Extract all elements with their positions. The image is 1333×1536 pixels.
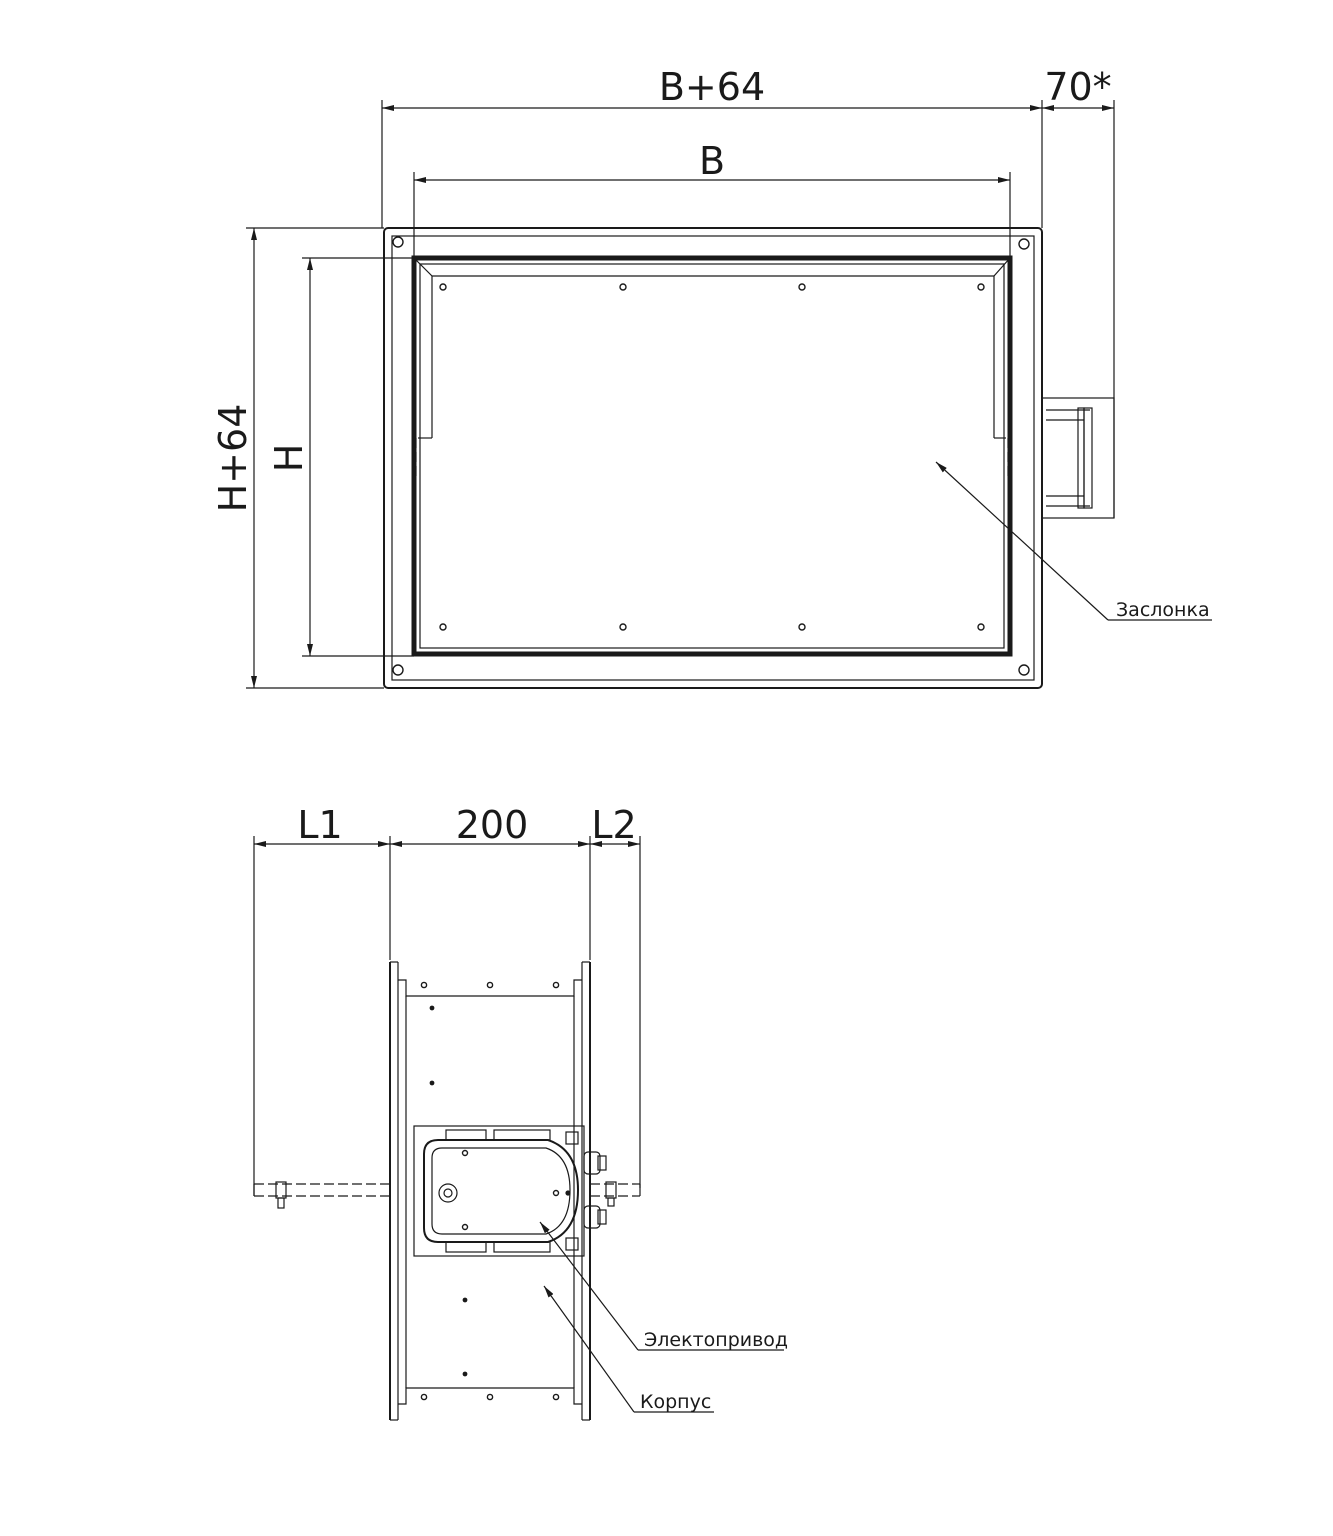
pivot-point <box>462 1371 468 1377</box>
rivet <box>486 1393 494 1401</box>
rivet <box>798 623 806 631</box>
dimension-height: H <box>267 257 414 657</box>
pivot-point <box>429 1080 435 1086</box>
flange-hole <box>392 236 404 248</box>
damper-axis <box>253 1181 641 1209</box>
rivet <box>439 283 447 291</box>
dimension-label-total-height: H+64 <box>211 404 255 513</box>
callout-label-actuator: Электопривод <box>644 1329 788 1351</box>
rivet <box>977 283 985 291</box>
rivet <box>420 981 428 989</box>
rivet <box>619 623 627 631</box>
dimension-label-l2: L2 <box>591 803 636 847</box>
rivet <box>552 981 560 989</box>
dimension-label-width: B <box>699 139 725 183</box>
dimension-width: B <box>413 139 1011 258</box>
pivot-point <box>462 1297 468 1303</box>
pivot-point <box>565 1190 571 1196</box>
rivet <box>619 283 627 291</box>
rivet <box>461 1223 469 1231</box>
rivet <box>461 1149 469 1157</box>
dimension-actuator-offset: 70* <box>1042 65 1115 518</box>
dimension-label-l1: L1 <box>297 803 342 847</box>
damper-rivets <box>439 283 985 631</box>
actuator-bracket <box>1041 397 1115 519</box>
dimension-label-actuator-offset: 70* <box>1044 65 1111 109</box>
callout-damper: Заслонка <box>935 461 1212 621</box>
rivet <box>486 981 494 989</box>
rivet <box>552 1189 560 1197</box>
pivot-point <box>429 1005 435 1011</box>
rivet <box>977 623 985 631</box>
dimension-label-body-length: 200 <box>456 803 529 847</box>
flange-hole <box>1018 238 1030 250</box>
side-view: L1 200 L2 <box>253 803 788 1421</box>
dimension-total-height: H+64 <box>211 227 384 689</box>
callout-housing: Корпус <box>543 1285 714 1413</box>
rivet <box>798 283 806 291</box>
dimension-total-width: B+64 <box>381 65 1043 228</box>
actuator <box>413 1125 607 1257</box>
flange-hole <box>392 664 404 676</box>
dimension-chain: L1 200 L2 <box>253 803 641 1196</box>
top-view: B+64 70* B H+64 H <box>211 65 1212 689</box>
gear-icon <box>438 1183 458 1203</box>
housing-body <box>389 961 591 1421</box>
duct-opening <box>411 255 1013 657</box>
rivet <box>420 1393 428 1401</box>
callout-label-damper: Заслонка <box>1116 599 1210 621</box>
dimension-label-height: H <box>267 444 311 473</box>
rivet <box>552 1393 560 1401</box>
callout-actuator: Электопривод <box>539 1221 788 1351</box>
dimension-label-total-width: B+64 <box>659 65 765 109</box>
flange-hole <box>1018 664 1030 676</box>
rivet <box>439 623 447 631</box>
flange-frame <box>383 227 1043 689</box>
callout-label-housing: Корпус <box>640 1391 711 1413</box>
